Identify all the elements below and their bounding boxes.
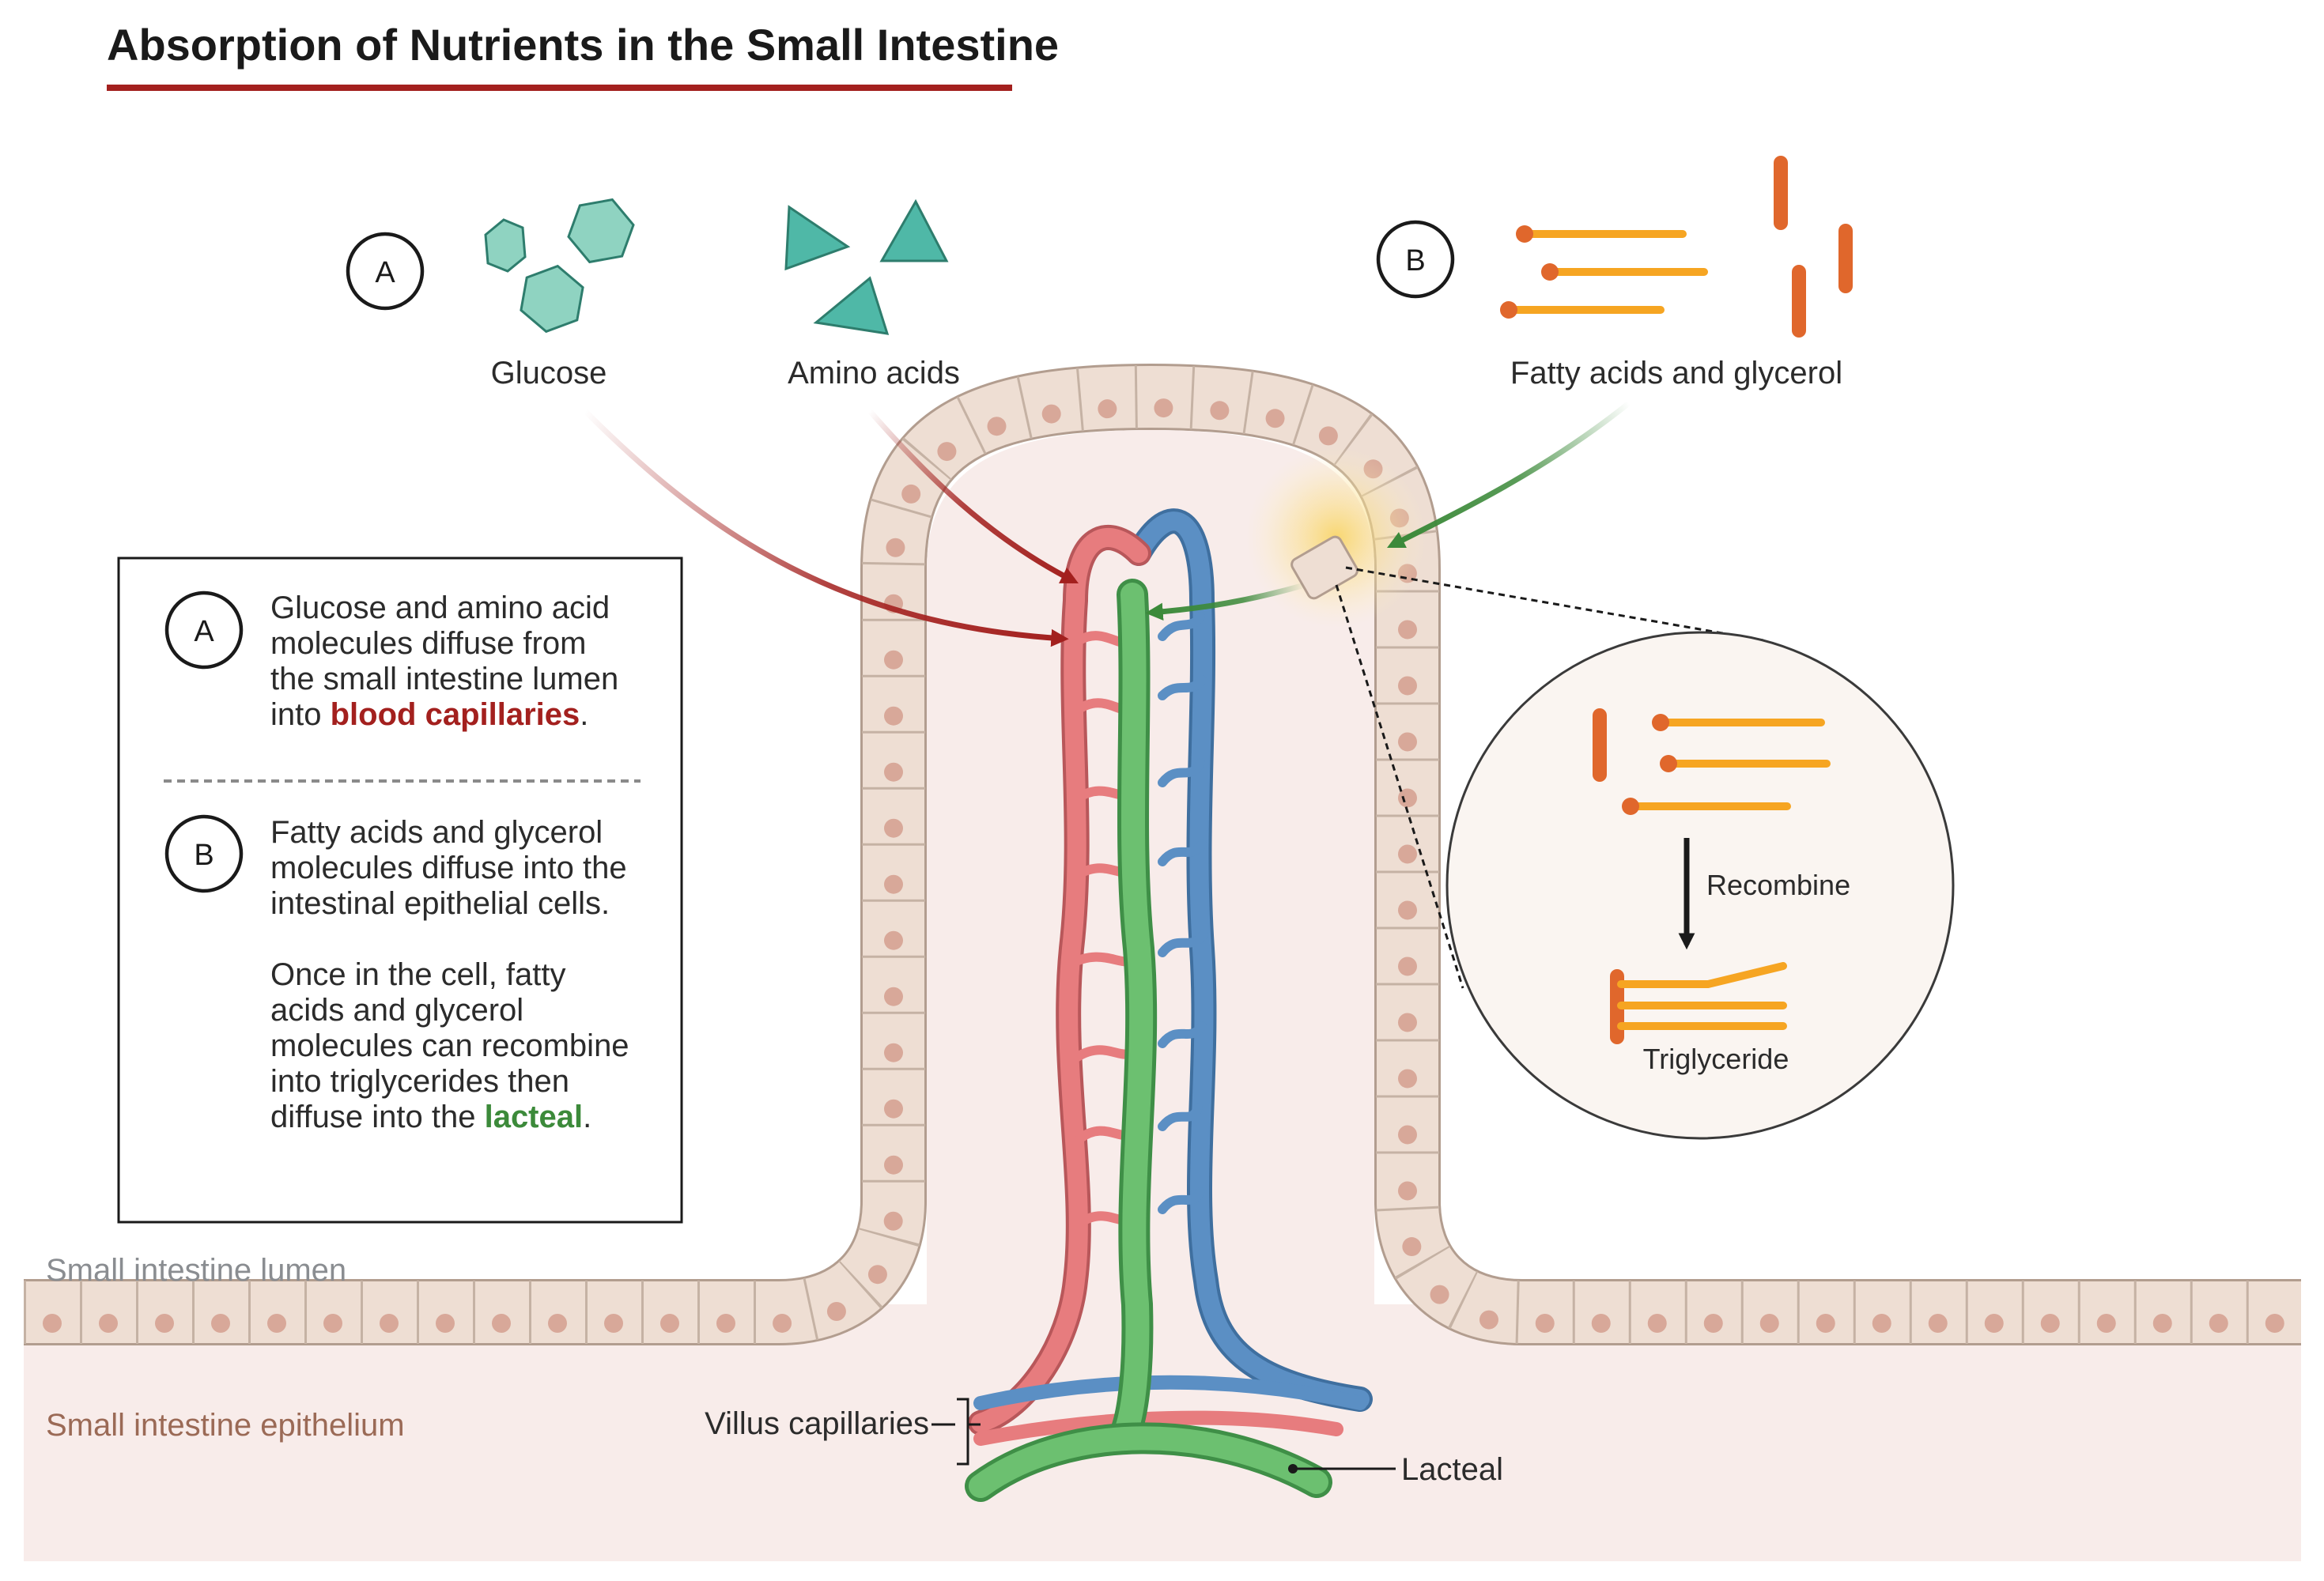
glucose-label: Glucose [491, 356, 607, 391]
box-text-b-7: into triglycerides then [270, 1064, 569, 1099]
glucose-hexagon [567, 198, 635, 264]
box-text-a-3: the small intestine lumen [270, 662, 618, 696]
badge-a-box: A [164, 591, 244, 670]
highlighted-epithelial-cell [1290, 535, 1359, 600]
lacteal-label: Lacteal [1401, 1452, 1503, 1487]
villus-capillaries-bracket [931, 1398, 981, 1466]
explanation-box: A Glucose and amino acid molecules diffu… [117, 557, 683, 1224]
epithelium-label: Small intestine epithelium [46, 1408, 405, 1443]
svg-text:A: A [194, 615, 214, 648]
title-underline [107, 85, 1012, 91]
triglyceride-molecule [1610, 962, 1787, 1044]
box-text-a-4: into blood capillaries. [270, 697, 588, 732]
box-text-b-2: molecules diffuse into the [270, 851, 627, 885]
inset-fatty-acids [1622, 714, 1831, 815]
box-text-b-3: intestinal epithelial cells. [270, 886, 610, 921]
villus-core [927, 430, 1374, 1344]
box-text-b-4: Once in the cell, fatty [270, 957, 566, 992]
glucose-hexagon [520, 264, 584, 334]
triglyceride-inset: Recombine Triglyceride [1445, 631, 1955, 1140]
glycerol-molecules [1774, 156, 1853, 338]
fatty-acid-molecules [1500, 225, 1708, 319]
lumen-label: Small intestine lumen [46, 1253, 346, 1288]
box-text-b-1: Fatty acids and glycerol [270, 815, 603, 850]
lacteal-vessel [965, 579, 1332, 1502]
svg-text:B: B [194, 839, 214, 872]
glucose-diffusion-arrow [583, 409, 1069, 647]
glucose-hexagon [484, 218, 527, 273]
villus-capillaries-label: Villus capillaries [705, 1406, 929, 1441]
amino-acid-diffusion-arrow [867, 409, 1079, 584]
fatty-acid-diffusion-arrow [1386, 401, 1631, 549]
amino-acid-molecules [784, 198, 949, 335]
badge-b-box: B [164, 814, 244, 893]
amino-acid-triangle [813, 276, 890, 335]
amino-acid-triangle [784, 205, 851, 271]
svg-text:A: A [375, 256, 395, 289]
glucose-molecules [484, 198, 635, 334]
cell-nuclei [14, 398, 2311, 1333]
box-text-b-6: molecules can recombine [270, 1028, 629, 1063]
box-text-a-2: molecules diffuse from [270, 626, 586, 661]
zoom-connector-lines [1335, 566, 1764, 989]
recombine-label: Recombine [1706, 869, 1850, 901]
badge-b-top: B [1376, 220, 1455, 299]
fatty-acids-label: Fatty acids and glycerol [1510, 356, 1842, 391]
triglyceride-to-lacteal-arrow [1145, 582, 1306, 621]
box-text-b-5: acids and glycerol [270, 993, 523, 1028]
base-arterial-vessel [973, 1410, 1343, 1446]
base-venous-vessel [973, 1375, 1367, 1410]
amino-acids-label: Amino acids [788, 356, 960, 391]
svg-text:B: B [1405, 244, 1425, 277]
badge-a-top: A [346, 232, 425, 311]
diagram-title: Absorption of Nutrients in the Small Int… [107, 20, 1059, 70]
amino-acid-triangle [879, 198, 949, 262]
intestinal-tissue [14, 363, 2311, 1561]
box-text-a-1: Glucose and amino acid [270, 591, 610, 625]
triglyceride-label: Triglyceride [1643, 1043, 1789, 1075]
lacteal-pointer [1288, 1464, 1396, 1473]
box-text-b-8: diffuse into the lacteal. [270, 1100, 591, 1134]
